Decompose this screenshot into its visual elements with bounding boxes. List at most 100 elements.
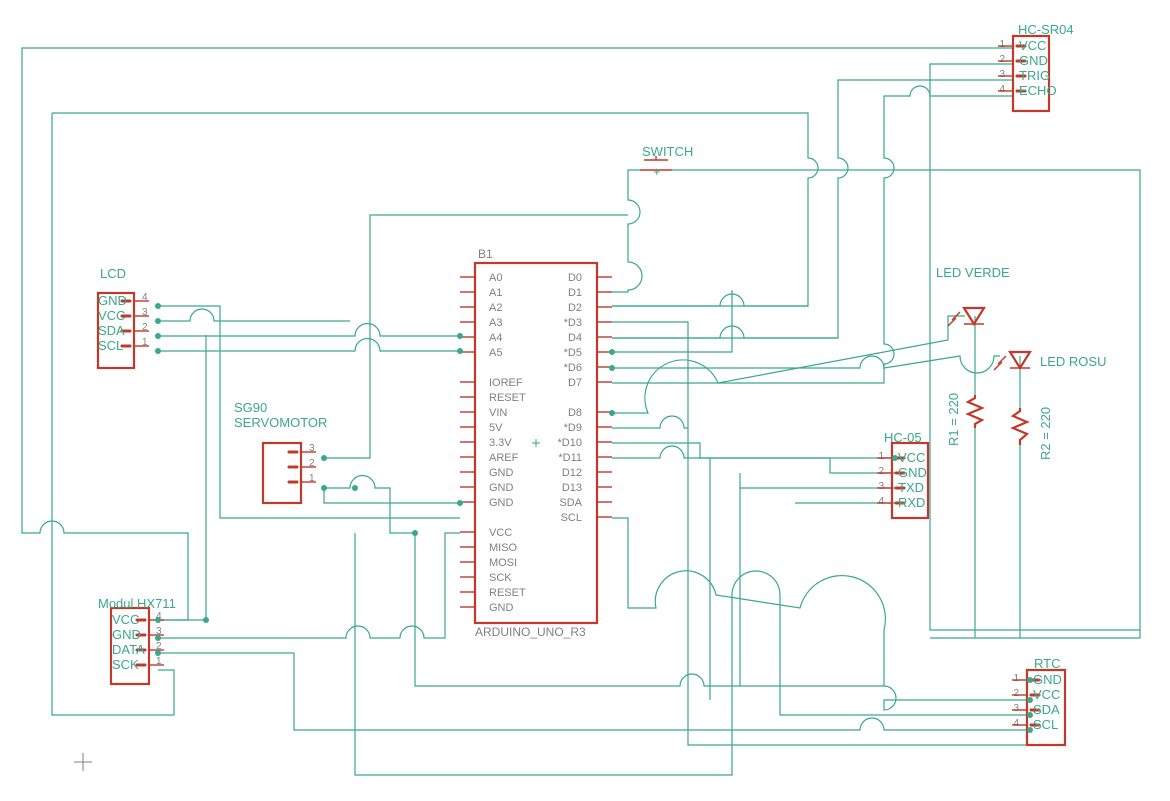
junction-dot [321, 455, 327, 461]
hc-sr04-name: HC-SR04 [1018, 22, 1074, 37]
hcsr04-pin-number: 1 [999, 39, 1005, 50]
hc05-pin-number: 4 [878, 496, 884, 507]
hcsr04-pin-number: 3 [999, 69, 1005, 80]
junction-dot [321, 485, 327, 491]
hcsr04-pin-label: VCC [1019, 38, 1046, 53]
switch-name: SWITCH [642, 144, 693, 159]
arduino-left-pin-label: AREF [489, 452, 519, 464]
junctions [155, 303, 1033, 733]
arduino-name: B1 [478, 247, 493, 261]
servo-pin-number: 2 [309, 458, 315, 469]
junction-dot [155, 650, 161, 656]
servo-pin-number: 3 [309, 443, 315, 454]
arduino-left-pin-label: MOSI [489, 557, 517, 569]
hx711-pin-label: SCK [112, 657, 139, 672]
junction-dot [1027, 677, 1033, 683]
rtc-pin-number: 2 [1013, 688, 1019, 699]
arduino-left-pin-label: A5 [489, 347, 502, 359]
arduino-right-pin-label: *D6 [564, 362, 582, 374]
servo-name-line2: SERVOMOTOR [234, 415, 327, 430]
hx711-pin-number: 3 [156, 626, 162, 637]
arduino-left-pin-label: RESET [489, 587, 526, 599]
arduino-right-pin-label: D4 [568, 332, 582, 344]
lcd-pin-label: VCC [98, 308, 125, 323]
servo-sg90: SG90 SERVOMOTOR 321 [234, 400, 327, 505]
lcd-pin-label: GND [98, 293, 127, 308]
switch-plus-label: + [653, 164, 661, 179]
hx711-pin-number: 2 [156, 641, 162, 652]
arduino-right-pin-label: SCL [561, 512, 582, 524]
servo-pins: 321 [287, 443, 316, 484]
led-red-name: LED ROSU [1040, 354, 1106, 369]
junction-dot [155, 348, 161, 354]
junction-dot [155, 635, 161, 641]
junction-dot [155, 303, 161, 309]
arduino-left-pin-label: 3.3V [489, 437, 512, 449]
switch: SWITCH + [640, 144, 693, 179]
arduino-left-pin-label: GND [489, 482, 514, 494]
junction-dot [609, 410, 615, 416]
arduino-value: ARDUINO_UNO_R3 [475, 625, 586, 639]
junction-dot [1027, 727, 1033, 733]
rtc-pin-number: 4 [1013, 718, 1019, 729]
arduino-left-pin-label: A0 [489, 272, 502, 284]
rtc-pin-number: 3 [1013, 703, 1019, 714]
rtc-pin-label: VCC [1033, 687, 1060, 702]
hcsr04-pin-label: ECHO [1019, 83, 1057, 98]
led-green: LED VERDE [936, 265, 1010, 327]
rtc-pin-label: GND [1033, 672, 1062, 687]
hc05-pin-label: TXD [898, 480, 924, 495]
hc05-pin-number: 3 [878, 481, 884, 492]
junction-dot [1027, 712, 1033, 718]
junction-dot [412, 530, 418, 536]
arduino-right-pin-label: D1 [568, 287, 582, 299]
junction-dot [457, 333, 463, 339]
arduino-right-pin-label: *D10 [558, 437, 582, 449]
origin-crosshair-icon [74, 753, 92, 771]
led-red: LED ROSU [993, 350, 1106, 371]
resistor-r1: R1 = 220 [946, 393, 985, 446]
hcsr04-pin-number: 2 [999, 54, 1005, 65]
arduino-right-pin-label: D0 [568, 272, 582, 284]
lcd-pin-number: 3 [142, 307, 148, 318]
arduino-right-pin-label: D2 [568, 302, 582, 314]
arduino-left-pin-label: GND [489, 497, 514, 509]
junction-dot [155, 318, 161, 324]
arduino-left-pin-label: VIN [489, 407, 507, 419]
hx711-pin-number: 4 [156, 611, 162, 622]
hcsr04-pin-label: TRIG [1019, 68, 1050, 83]
hx711-name: Modul HX711 [98, 596, 176, 611]
arduino-right-pin-label: D13 [562, 482, 582, 494]
arduino-left-pin-label: VCC [489, 527, 512, 539]
hx711-pin-label: VCC [112, 612, 139, 627]
hc05-pin-number: 2 [878, 466, 884, 477]
junction-dot [352, 485, 358, 491]
rtc-name: RTC [1034, 656, 1060, 671]
junction-dot [892, 455, 898, 461]
led-green-name: LED VERDE [936, 265, 1010, 280]
junction-dot [155, 617, 161, 623]
arduino-left-pin-label: GND [489, 602, 514, 614]
arduino-left-pin-label: A2 [489, 302, 502, 314]
lcd-pin-label: SCL [98, 338, 123, 353]
hcsr04-pin-number: 4 [999, 84, 1005, 95]
junction-dot [609, 349, 615, 355]
arduino-right-pin-label: D7 [568, 377, 582, 389]
arduino-left-pin-label: A1 [489, 287, 502, 299]
lcd-name: LCD [100, 266, 126, 281]
hx711-pin-number: 1 [156, 656, 162, 667]
arduino-left-pin-label: A4 [489, 332, 502, 344]
wires [21, 47, 1141, 776]
hx711-pin-label: DATA [112, 642, 145, 657]
junction-dot [609, 365, 615, 371]
arduino-right-pin-label: D8 [568, 407, 582, 419]
servo-name-line1: SG90 [234, 400, 267, 415]
